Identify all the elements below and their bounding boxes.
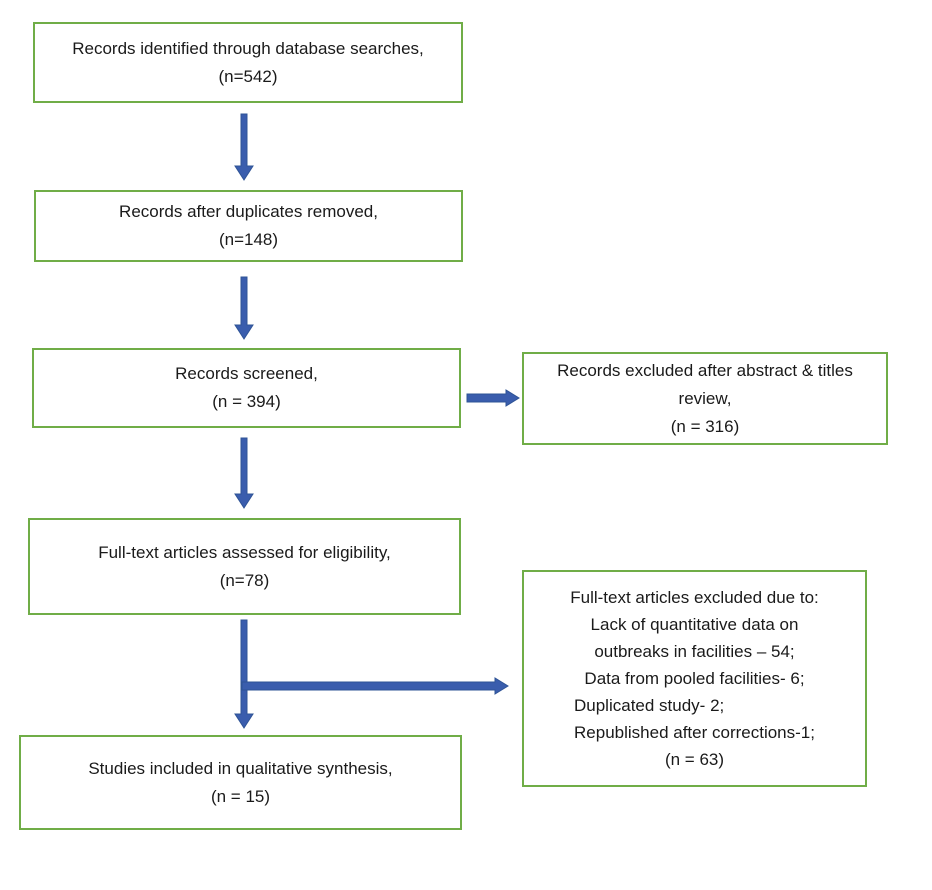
- arrow-fulltext-to-excluded-icon: [241, 677, 509, 695]
- box-duplicates-removed: Records after duplicates removed, (n=148…: [34, 190, 463, 262]
- box-count: (n=542): [218, 66, 278, 86]
- box-line: Full-text articles assessed for eligibil…: [98, 542, 391, 562]
- box-records-identified: Records identified through database sear…: [33, 22, 463, 103]
- box-line: Records after duplicates removed,: [119, 202, 378, 221]
- box-line: Duplicated study- 2;: [574, 696, 725, 715]
- box-line: outbreaks in facilities – 54;: [594, 642, 795, 661]
- box-line: Records identified through database sear…: [72, 38, 424, 58]
- box-fulltext-assessed: Full-text articles assessed for eligibil…: [28, 518, 461, 615]
- arrow-screened-to-excluded-icon: [466, 389, 520, 407]
- arrow-duplicates-to-screened-icon: [234, 276, 254, 340]
- box-line: Records screened,: [175, 364, 318, 383]
- box-line: Full-text articles excluded due to:: [570, 588, 819, 607]
- box-line: review,: [678, 388, 732, 408]
- box-line: Studies included in qualitative synthesi…: [88, 758, 393, 778]
- box-count: (n = 15): [210, 786, 271, 806]
- box-count: (n = 394): [212, 392, 281, 411]
- box-fulltext-excluded: Full-text articles excluded due to: Lack…: [522, 570, 867, 787]
- box-count: (n=148): [218, 230, 279, 249]
- box-line: Data from pooled facilities- 6;: [584, 669, 805, 688]
- box-count: (n=78): [219, 570, 270, 590]
- arrow-screened-to-fulltext-icon: [234, 437, 254, 509]
- arrow-fulltext-to-included-icon: [234, 619, 254, 729]
- box-line: Records excluded after abstract & titles: [557, 360, 853, 380]
- arrow-identified-to-duplicates-icon: [234, 113, 254, 181]
- box-line: Republished after corrections-1;: [574, 723, 815, 742]
- box-count: (n = 63): [664, 750, 725, 769]
- box-studies-included: Studies included in qualitative synthesi…: [19, 735, 462, 830]
- box-records-excluded-abstract-review: Records excluded after abstract & titles…: [522, 352, 888, 445]
- box-records-screened: Records screened, (n = 394): [32, 348, 461, 428]
- box-line: Lack of quantitative data on: [590, 615, 799, 634]
- box-count: (n = 316): [670, 416, 740, 436]
